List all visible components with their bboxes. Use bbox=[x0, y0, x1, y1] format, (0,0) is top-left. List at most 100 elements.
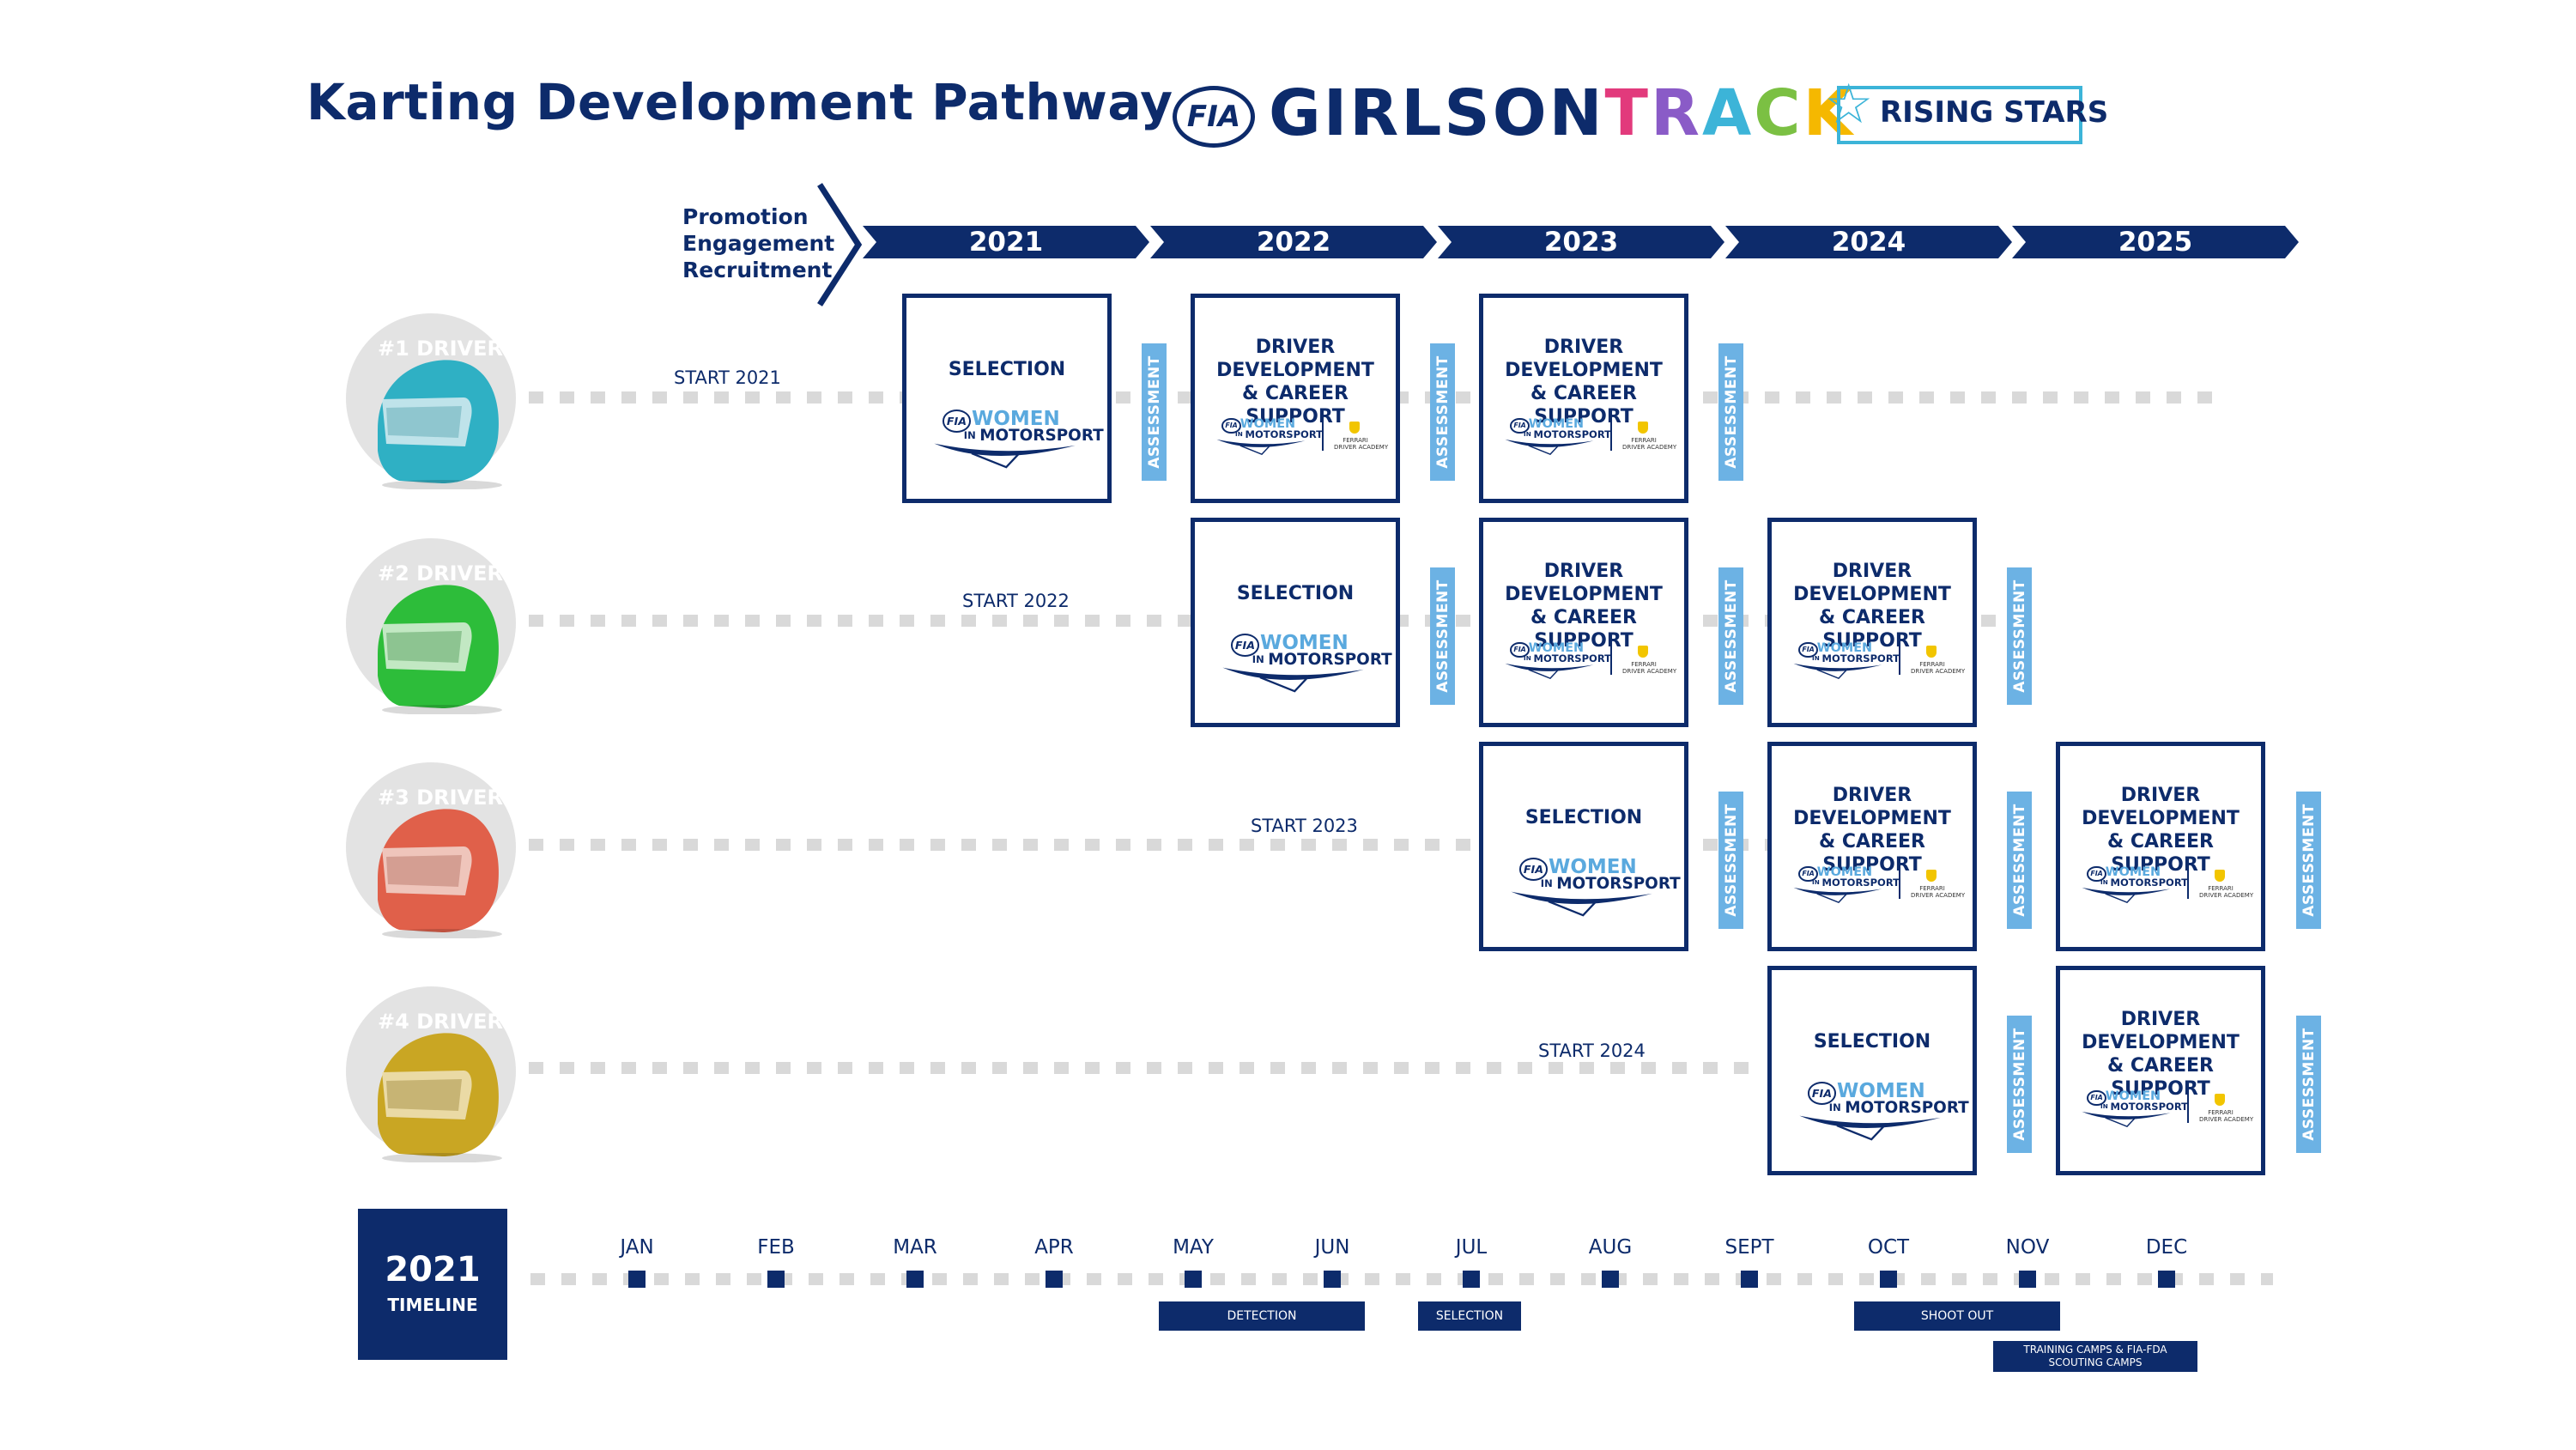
month-marker bbox=[1463, 1271, 1480, 1288]
development-title-line: DRIVER bbox=[1832, 785, 1912, 806]
driver-academy-line: DRIVER ACADEMY bbox=[1911, 892, 1966, 899]
wim-in-text: IN bbox=[1524, 654, 1531, 663]
month-marker bbox=[1046, 1271, 1063, 1288]
month-marker bbox=[628, 1271, 646, 1288]
fia-icon: FIA bbox=[2087, 1090, 2106, 1107]
month-marker bbox=[1741, 1271, 1758, 1288]
month-marker bbox=[1324, 1271, 1341, 1288]
driver-academy-line: DRIVER ACADEMY bbox=[1622, 444, 1677, 451]
logo-divider bbox=[1610, 420, 1612, 451]
shoot-out-bar: SHOOT OUT bbox=[1854, 1301, 2060, 1331]
scouting-camps-line: SCOUTING CAMPS bbox=[2048, 1356, 2143, 1368]
fia-icon: FIA bbox=[1510, 642, 1530, 658]
logo-divider bbox=[1610, 644, 1612, 675]
wim-women-text: WOMEN bbox=[2105, 1089, 2161, 1103]
development-title-line: & CAREER SUPPORT bbox=[2107, 1055, 2214, 1100]
assessment-tag: ASSESSMENT bbox=[2296, 1016, 2321, 1153]
wim-motorsport-text: MOTORSPORT bbox=[1268, 650, 1392, 669]
month-label: APR bbox=[1034, 1236, 1074, 1259]
assessment-label: ASSESSMENT bbox=[1145, 355, 1163, 469]
year-2025: 2025 bbox=[2012, 226, 2299, 258]
fia-icon: FIA bbox=[1230, 634, 1260, 657]
driver-academy-line: DRIVER ACADEMY bbox=[1334, 444, 1389, 451]
promotion-label: Promotion Engagement Recruitment bbox=[682, 203, 834, 283]
development-title-line: DEVELOPMENT bbox=[1216, 360, 1374, 381]
assessment-tag: ASSESSMENT bbox=[2296, 792, 2321, 929]
swoosh-icon bbox=[1505, 663, 1594, 679]
fia-icon: FIA bbox=[1798, 866, 1818, 883]
swoosh-icon bbox=[1222, 667, 1364, 693]
driver-4-start: START 2024 bbox=[1538, 1040, 1646, 1061]
logo-divider bbox=[1322, 420, 1324, 451]
assessment-tag: ASSESSMENT bbox=[2007, 1016, 2032, 1153]
training-camps-bar: TRAINING CAMPS & FIA-FDA SCOUTING CAMPS bbox=[1993, 1341, 2197, 1372]
wim-women-text: WOMEN bbox=[1816, 640, 1873, 655]
year-2023: 2023 bbox=[1438, 226, 1724, 258]
logo-divider bbox=[2187, 1092, 2189, 1123]
assessment-tag: ASSESSMENT bbox=[1430, 343, 1455, 481]
development-title-line: & CAREER SUPPORT bbox=[1530, 383, 1637, 428]
wim-women-text: WOMEN bbox=[1816, 865, 1873, 879]
driver-4-track bbox=[498, 1062, 1760, 1074]
selection-bar: SELECTION bbox=[1418, 1301, 1521, 1331]
logo-divider bbox=[1899, 644, 1900, 675]
ferrari-shield-icon bbox=[1926, 870, 1937, 882]
development-title-line: DRIVER bbox=[2120, 1009, 2201, 1030]
timeline-badge: 2021 TIMELINE bbox=[358, 1209, 507, 1360]
wim-in-text: IN bbox=[1540, 877, 1553, 889]
wim-motorsport-text: MOTORSPORT bbox=[1845, 1098, 1969, 1117]
ferrari-shield-icon bbox=[2215, 1094, 2225, 1106]
wim-motorsport-text: MOTORSPORT bbox=[2110, 1101, 2189, 1113]
assessment-label: ASSESSMENT bbox=[2010, 579, 2028, 693]
assessment-tag: ASSESSMENT bbox=[2007, 792, 2032, 929]
wim-women-text: WOMEN bbox=[1240, 416, 1296, 431]
development-title-line: DEVELOPMENT bbox=[1505, 584, 1663, 605]
wim-motorsport-text: MOTORSPORT bbox=[1821, 652, 1900, 665]
wim-women-text: WOMEN bbox=[1837, 1079, 1925, 1102]
month-label: MAR bbox=[893, 1236, 937, 1259]
ferrari-line: FERRARI bbox=[1919, 885, 1945, 892]
fia-icon: FIA bbox=[2087, 866, 2106, 883]
year-2022: 2022 bbox=[1150, 226, 1437, 258]
assessment-label: ASSESSMENT bbox=[2300, 804, 2318, 917]
wim-women-text: WOMEN bbox=[1528, 640, 1585, 655]
driver-1-label: #1 DRIVER bbox=[378, 337, 503, 361]
development-title-line: DEVELOPMENT bbox=[1793, 584, 1951, 605]
assessment-tag: ASSESSMENT bbox=[1142, 343, 1167, 481]
wim-women-text: WOMEN bbox=[972, 407, 1060, 430]
month-marker bbox=[1880, 1271, 1897, 1288]
assessment-tag: ASSESSMENT bbox=[1718, 343, 1743, 481]
development-title-line: & CAREER SUPPORT bbox=[2107, 831, 2214, 876]
year-2024: 2024 bbox=[1725, 226, 2012, 258]
swoosh-icon bbox=[1216, 439, 1306, 455]
assessment-tag: ASSESSMENT bbox=[2007, 567, 2032, 705]
rising-stars-text: RISING STARS bbox=[1880, 95, 2109, 130]
helmet-icon bbox=[378, 809, 502, 938]
development-title-line: DEVELOPMENT bbox=[2082, 808, 2240, 829]
wim-motorsport-text: MOTORSPORT bbox=[2110, 877, 2189, 889]
wim-in-text: IN bbox=[1828, 1101, 1841, 1113]
girls-on-track-logo: GIRLSONTRACK bbox=[1269, 76, 1855, 150]
month-label: MAY bbox=[1173, 1236, 1214, 1259]
month-marker bbox=[2158, 1271, 2175, 1288]
wim-women-text: WOMEN bbox=[2105, 865, 2161, 879]
development-title-line: DRIVER bbox=[1543, 337, 1624, 358]
fia-icon: FIA bbox=[942, 410, 972, 433]
development-title-line: & CAREER SUPPORT bbox=[1819, 831, 1925, 876]
helmet-icon bbox=[378, 360, 502, 489]
training-camps-line: TRAINING CAMPS & FIA-FDA bbox=[2023, 1344, 2167, 1356]
assessment-label: ASSESSMENT bbox=[1722, 355, 1740, 469]
